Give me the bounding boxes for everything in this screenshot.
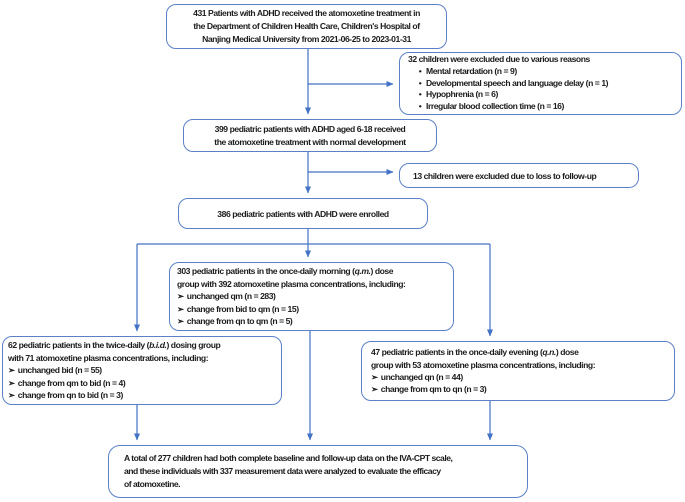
- arrow-bullet-icon: ➢: [371, 384, 378, 395]
- list-item-label: change from bid to qm (n = 15): [186, 303, 299, 314]
- list-item: ➢ change from qm to qn (n = 3): [371, 383, 674, 395]
- list-item-label: unchanged bid (n = 55): [17, 365, 102, 376]
- list-item-label: Irregular blood collection time (n = 16): [426, 101, 564, 112]
- text-segment: ) dose: [555, 347, 579, 358]
- list-item: ➢ change from qm to bid (n = 4): [8, 377, 281, 389]
- box-patients-431: 431 Patients with ADHD received the atom…: [166, 4, 447, 49]
- arrow-bullet-icon: ➢: [8, 377, 15, 388]
- box-efficacy-line: of atomoxetine.: [124, 479, 181, 489]
- box-bid-group-line1: 62 pediatric patients in the twice-daily…: [8, 339, 281, 351]
- text-segment: 47 pediatric patients in the once-daily …: [371, 347, 543, 358]
- text-segment-italic: q.n.: [542, 347, 556, 358]
- text-segment: 303 pediatric patients in the once-daily…: [177, 266, 355, 277]
- box-excluded-32: 32 children were excluded due to various…: [399, 52, 682, 115]
- box-eligible-399-line: 399 pediatric patients with ADHD aged 6-…: [214, 124, 406, 134]
- arrow-bullet-icon: ➢: [177, 291, 184, 302]
- list-item-label: change from qn to bid (n = 3): [17, 390, 124, 401]
- box-bid-group-line2: with 71 atomoxetine plasma concentration…: [8, 352, 209, 363]
- list-item: ➢ unchanged qm (n = 283): [177, 290, 453, 302]
- box-enrolled-386: 386 pediatric patients with ADHD were en…: [178, 198, 428, 229]
- box-efficacy-summary: A total of 277 children had both complet…: [108, 445, 528, 498]
- list-item-label: change from qm to qn (n = 3): [380, 384, 487, 395]
- list-item-label: unchanged qm (n = 283): [186, 291, 276, 302]
- bullet-dot-icon: •: [418, 101, 422, 112]
- list-item: ➢ change from bid to qm (n = 15): [177, 303, 453, 315]
- bullet-dot-icon: •: [418, 89, 422, 100]
- list-item-label: Mental retardation (n = 9): [426, 65, 517, 76]
- box-qn-group: 47 pediatric patients in the once-daily …: [361, 341, 675, 401]
- box-efficacy-line: and these individuals with 337 measureme…: [124, 466, 441, 476]
- text-segment: ) dosing group: [166, 340, 221, 351]
- text-segment-italic: q.m.: [354, 266, 371, 277]
- box-qm-group: 303 pediatric patients in the once-daily…: [169, 262, 454, 331]
- box-patients-431-line: the Department of Children Health Care, …: [193, 21, 420, 31]
- bullet-dot-icon: •: [418, 65, 422, 76]
- box-excluded-13-text: 13 children were excluded due to loss to…: [413, 170, 597, 181]
- box-excluded-13: 13 children were excluded due to loss to…: [399, 163, 639, 188]
- list-item: ➢ change from qn to bid (n = 3): [8, 389, 281, 401]
- bullet-dot-icon: •: [418, 77, 422, 88]
- box-enrolled-386-text: 386 pediatric patients with ADHD were en…: [217, 208, 389, 219]
- box-patients-431-line: 431 Patients with ADHD received the atom…: [193, 8, 420, 18]
- arrow-bullet-icon: ➢: [8, 390, 15, 401]
- list-item: • Hypophrenia (n = 6): [408, 89, 675, 101]
- arrow-bullet-icon: ➢: [8, 365, 15, 376]
- text-segment-italic: b.i.d.: [149, 340, 167, 351]
- box-patients-431-line: Nanjing Medical University from 2021-06-…: [202, 34, 411, 44]
- list-item: ➢ change from qn to qm (n = 5): [177, 315, 453, 327]
- list-item: • Developmental speech and language dela…: [408, 78, 675, 90]
- list-item: • Mental retardation (n = 9): [408, 66, 675, 78]
- list-item-label: change from qm to bid (n = 4): [17, 377, 126, 388]
- list-item: ➢ unchanged qn (n = 44): [371, 371, 674, 383]
- list-item-label: change from qn to qm (n = 5): [186, 316, 293, 327]
- arrow-bullet-icon: ➢: [371, 372, 378, 382]
- box-excluded-32-title: 32 children were excluded due to various…: [408, 54, 590, 65]
- box-efficacy-line: A total of 277 children had both complet…: [124, 453, 453, 463]
- list-item-label: unchanged qn (n = 44): [380, 372, 463, 382]
- box-qm-group-line2: group with 392 atomoxetine plasma concen…: [177, 278, 406, 289]
- list-item-label: Hypophrenia (n = 6): [426, 89, 498, 100]
- text-segment: ) dose: [370, 266, 394, 277]
- list-item: • Irregular blood collection time (n = 1…: [408, 101, 675, 113]
- list-item: ➢ unchanged bid (n = 55): [8, 364, 281, 376]
- text-segment: 62 pediatric patients in the twice-daily…: [8, 340, 150, 351]
- list-item-label: Developmental speech and language delay …: [426, 77, 609, 88]
- box-eligible-399: 399 pediatric patients with ADHD aged 6-…: [183, 119, 437, 152]
- arrow-bullet-icon: ➢: [177, 303, 184, 314]
- box-qm-group-line1: 303 pediatric patients in the once-daily…: [177, 265, 453, 277]
- box-eligible-399-line: the atomoxetine treatment with normal de…: [214, 136, 406, 147]
- box-bid-group: 62 pediatric patients in the twice-daily…: [2, 336, 282, 405]
- arrow-bullet-icon: ➢: [177, 316, 184, 327]
- box-qn-group-line1: 47 pediatric patients in the once-daily …: [371, 346, 674, 358]
- box-qn-group-line2: group with 53 atomoxetine plasma concent…: [371, 359, 596, 370]
